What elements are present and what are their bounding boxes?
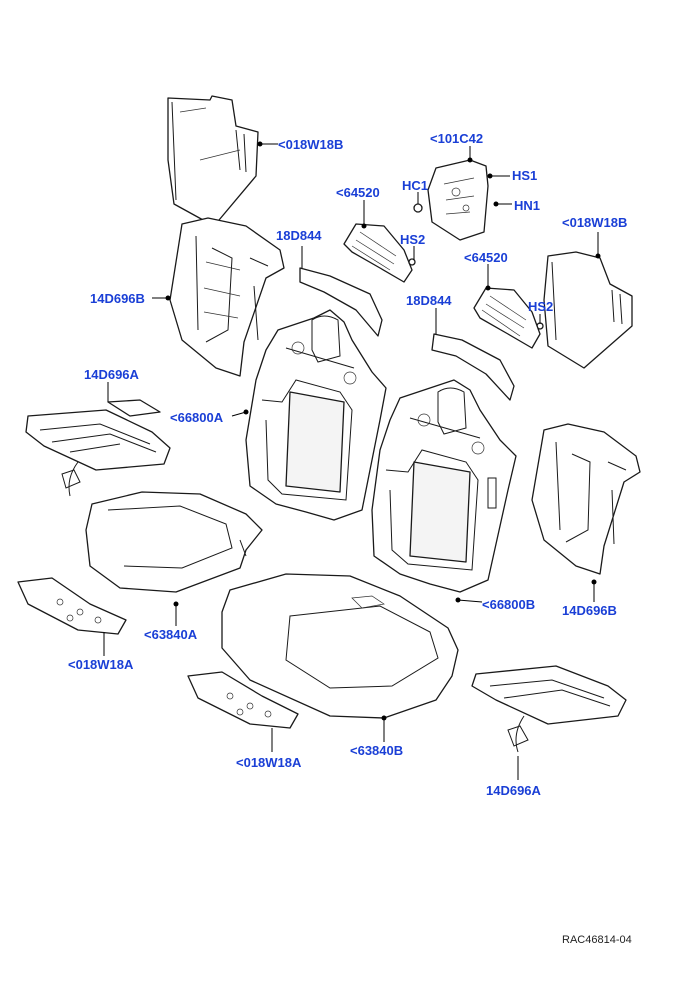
callout-HS2-right: HS2	[528, 299, 554, 314]
trim-panel-right	[431, 333, 515, 401]
callout-HS1: HS1	[512, 168, 538, 183]
callout-HN1: HN1	[514, 198, 541, 213]
callout-018W18A-left: <018W18A	[68, 657, 134, 672]
callout-14D696B-left: 14D696B	[90, 291, 145, 306]
backrest-66800A	[245, 309, 387, 521]
callout-63840A: <63840A	[144, 627, 198, 642]
side-trim-right	[473, 287, 541, 349]
seat-pan-right	[187, 671, 299, 729]
bracket-101C42	[408, 159, 544, 330]
callout-HS2-left: HS2	[400, 232, 426, 247]
backrest-pad-left	[167, 95, 259, 227]
callout-018W18B-right: <018W18B	[562, 215, 628, 230]
side-trim-left	[343, 223, 413, 283]
callout-14D696A-left: 14D696A	[84, 367, 139, 382]
callout-66800A: <66800A	[170, 410, 224, 425]
callout-018W18B-top: <018W18B	[278, 137, 344, 152]
callout-018W18A-right: <018W18A	[236, 755, 302, 770]
callout-64520-right: <64520	[464, 250, 508, 265]
reference-code: RAC46814-04	[562, 934, 632, 946]
callout-18D844-right: 18D844	[406, 293, 452, 308]
callout-64520-left: <64520	[336, 185, 380, 200]
callout-HC1: HC1	[402, 178, 429, 193]
callout-63840B: <63840B	[350, 743, 404, 758]
seat-cushion-63840A	[85, 491, 263, 593]
backrest-frame-left	[169, 217, 285, 377]
callout-66800B: <66800B	[482, 597, 536, 612]
seat-frame-right	[471, 665, 627, 753]
trim-panel-left	[299, 267, 383, 337]
backrest-frame-right	[531, 423, 641, 575]
callout-101C42: <101C42	[430, 131, 484, 146]
callout-14D696A-right: 14D696A	[486, 783, 541, 798]
callout-14D696B-right: 14D696B	[562, 603, 617, 618]
callout-18D844-left: 18D844	[276, 228, 322, 243]
backrest-66800B	[371, 379, 517, 593]
seat-frame-left	[25, 399, 171, 497]
leader-lines	[103, 141, 601, 780]
seat-pan-left	[17, 577, 127, 635]
backrest-pad-right	[543, 251, 633, 369]
seat-cushion-63840B	[221, 573, 459, 719]
